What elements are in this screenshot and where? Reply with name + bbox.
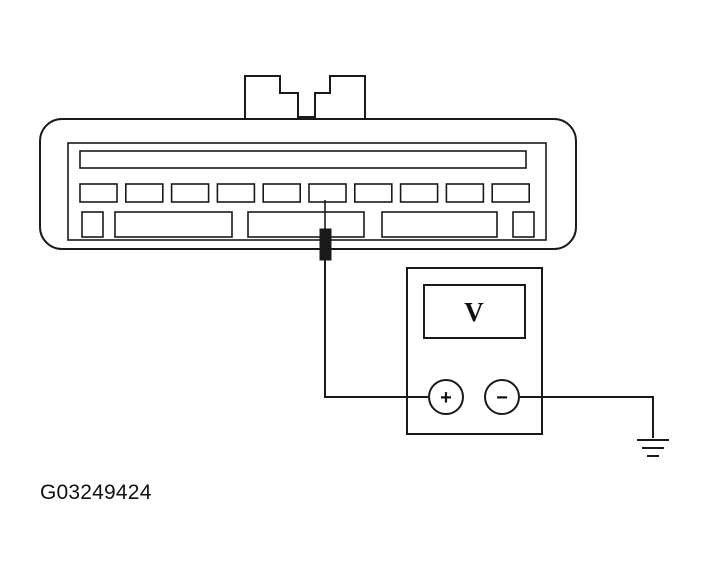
connector-slot <box>512 211 535 238</box>
connector-cavity <box>262 183 302 203</box>
connector-cavity <box>79 183 118 203</box>
negative-terminal-symbol: − <box>496 387 508 409</box>
voltmeter-display <box>423 284 526 339</box>
positive-terminal <box>428 379 464 415</box>
connector-slot <box>81 211 104 238</box>
voltmeter-display-text: V <box>464 297 484 327</box>
connector-cavity <box>216 183 256 203</box>
connector-housing <box>39 118 577 250</box>
voltmeter-body <box>406 267 543 435</box>
connector-cavity <box>445 183 485 203</box>
connector <box>39 75 577 250</box>
connector-cavity <box>353 183 393 203</box>
probe-lead <box>319 200 428 398</box>
connector-slot <box>247 211 365 238</box>
connector-cavity <box>399 183 439 203</box>
connector-locking-tab <box>244 75 366 119</box>
connector-face <box>67 142 547 241</box>
connector-cavity-row <box>79 183 531 203</box>
figure-id-label: G03249424 <box>40 481 152 504</box>
connector-cavity <box>491 183 531 203</box>
connector-terminal-strip <box>79 150 527 169</box>
negative-test-lead <box>519 396 654 438</box>
connector-slot <box>381 211 498 238</box>
positive-test-lead <box>324 260 428 398</box>
probe-body <box>319 228 332 261</box>
ground-icon <box>637 439 669 457</box>
voltmeter: V + − <box>406 267 543 435</box>
connector-cavity <box>125 183 164 203</box>
ground-lead <box>519 396 669 457</box>
positive-terminal-symbol: + <box>440 387 452 409</box>
connector-cavity <box>170 183 210 203</box>
connector-bottom-slots <box>81 211 535 238</box>
connector-cavity-probed <box>308 183 347 203</box>
connector-slot <box>114 211 233 238</box>
